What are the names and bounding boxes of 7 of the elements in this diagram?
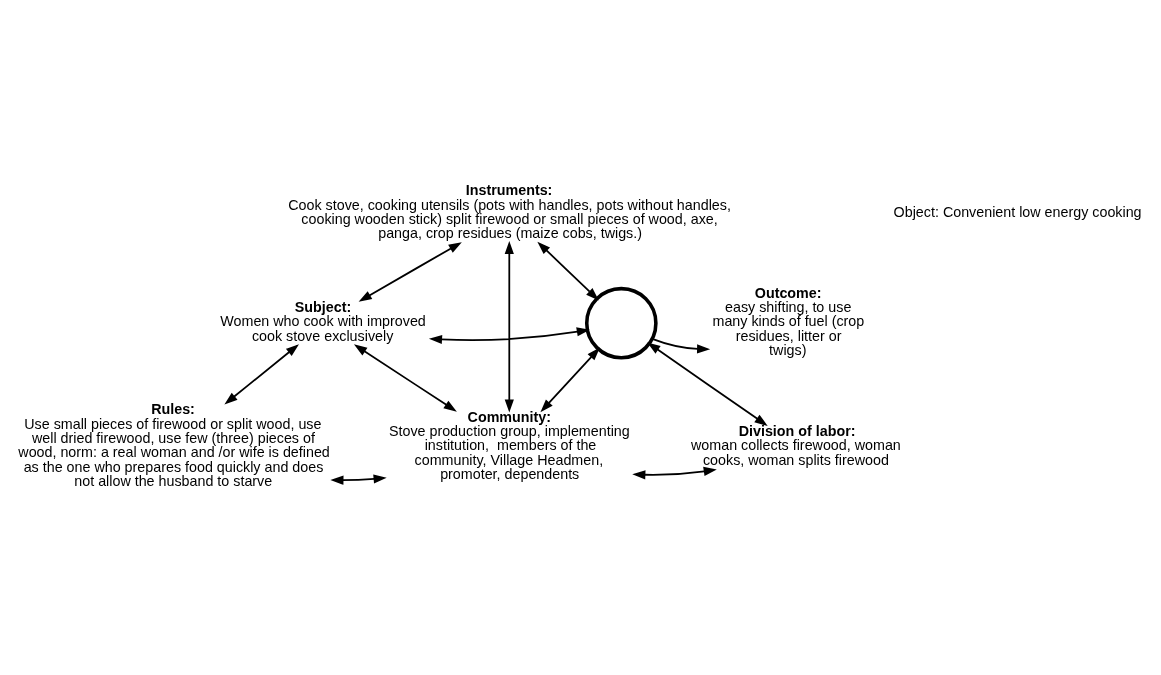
node-text: Division of labor: woman collects firewood, woman cooks, woman splits firewood [691, 422, 901, 468]
node-text: Instruments: Cook stove, cooking utensils (pots with handles, pots without handles, cooking wooden stick) split firewood or small pieces of wood, axe, panga, crop residues (maize cobs, twigs.) [288, 182, 731, 242]
node-text: Community: Stove production group, implementing institution, members of the community, Village Headmen, promoter, dependents [388, 408, 630, 482]
node-text: Rules: Use small pieces of firewood or split wood, use well dried firewood, use few (three) pieces of wood, norm: a real woman and /or wife is defined as the one who prepares food quickly and does not allow the husband to starve [18, 401, 330, 489]
label: Object: Convenient low energy cooking [893, 204, 1142, 221]
node-text: Subject: Women who cook with improved cook stove exclusively [220, 299, 426, 344]
node-text: Outcome: easy shifting, to use many kinds of fuel (crop residues, litter or twigs) [712, 284, 865, 358]
